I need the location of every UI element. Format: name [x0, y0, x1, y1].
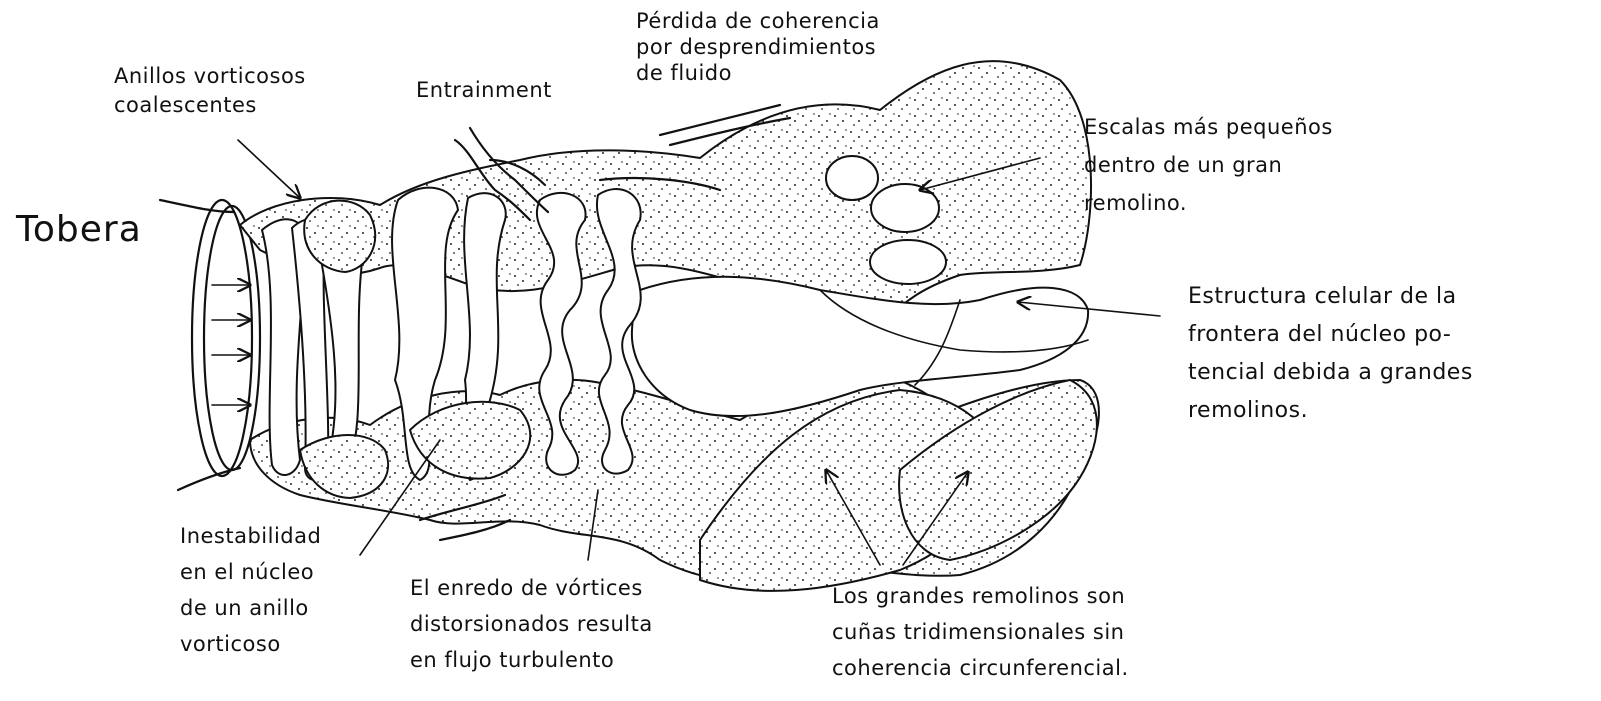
label-line: de fluido: [636, 60, 880, 86]
label-line: tencial debida a grandes: [1188, 354, 1473, 392]
label-perdida: Pérdida de coherencia por desprendimient…: [636, 8, 880, 86]
label-line: Estructura celular de la: [1188, 278, 1473, 316]
label-estructura: Estructura celular de la frontera del nú…: [1188, 278, 1473, 430]
label-line: El enredo de vórtices: [410, 570, 653, 606]
label-line: Escalas más pequeños: [1084, 108, 1333, 146]
label-inestabilidad: Inestabilidad en el núcleo de un anillo …: [180, 518, 321, 662]
inflow-arrows: [212, 285, 250, 405]
label-line: Los grandes remolinos son: [832, 578, 1129, 614]
label-line: coalescentes: [114, 91, 306, 120]
label-line: frontera del núcleo po-: [1188, 316, 1473, 354]
label-line: Pérdida de coherencia: [636, 8, 880, 34]
label-escalas: Escalas más pequeños dentro de un gran r…: [1084, 108, 1333, 222]
label-line: coherencia circunferencial.: [832, 650, 1129, 686]
label-line: dentro de un gran: [1084, 146, 1333, 184]
label-line: remolino.: [1084, 184, 1333, 222]
label-line: cuñas tridimensionales sin: [832, 614, 1129, 650]
label-enredo: El enredo de vórtices distorsionados res…: [410, 570, 653, 678]
nozzle: [160, 200, 260, 490]
label-line: por desprendimientos: [636, 34, 880, 60]
label-line: en flujo turbulento: [410, 642, 653, 678]
label-tobera: Tobera: [16, 210, 142, 250]
label-grandes: Los grandes remolinos son cuñas tridimen…: [832, 578, 1129, 686]
label-line: en el núcleo: [180, 554, 321, 590]
label-line: remolinos.: [1188, 392, 1473, 430]
label-entrainment: Entrainment: [416, 76, 552, 105]
label-line: Inestabilidad: [180, 518, 321, 554]
label-line: de un anillo: [180, 590, 321, 626]
label-line: Anillos vorticosos: [114, 62, 306, 91]
label-line: distorsionados resulta: [410, 606, 653, 642]
label-anillos: Anillos vorticosos coalescentes: [114, 62, 306, 120]
label-line: vorticoso: [180, 626, 321, 662]
